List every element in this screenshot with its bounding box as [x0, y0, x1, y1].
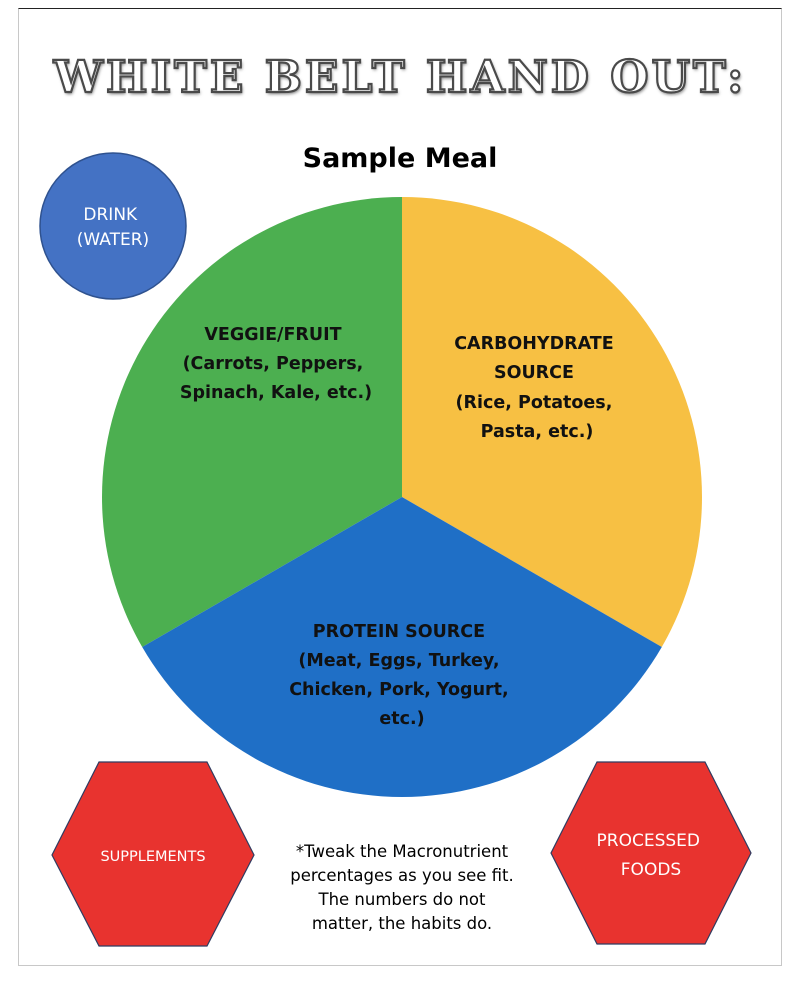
protein-segment: [142, 497, 662, 797]
drink-water-circle: [39, 152, 187, 300]
processed-foods-hexagon: [550, 761, 752, 945]
footnote-line: matter, the habits do.: [311, 914, 493, 933]
footnote-line: *Tweak the Macronutrient: [295, 842, 509, 861]
processed-foods-label: PROCESSED FOODS: [597, 831, 706, 880]
carbohydrate-segment: [402, 197, 702, 647]
veggie-fruit-segment: [102, 197, 402, 647]
supplements-hexagon: [51, 761, 255, 947]
drink-label: DRINK (WATER): [77, 205, 149, 250]
veggie-fruit-label: VEGGIE/FRUIT (Carrots, Peppers, Spinach,…: [180, 325, 372, 403]
carbohydrate-label: CARBOHYDRATE SOURCE (Rice, Potatoes, Pas…: [454, 334, 620, 442]
diagram-subtitle: Sample Meal: [302, 143, 498, 174]
page-frame: [18, 8, 782, 966]
footnote-line: The numbers do not: [318, 890, 486, 909]
page-title: WHITE BELT HAND OUT:: [52, 51, 747, 104]
supplements-label: SUPPLEMENTS: [100, 849, 205, 865]
footnote-line: percentages as you see fit.: [290, 866, 514, 885]
footnote: *Tweak the Macronutrient percentages as …: [272, 840, 532, 936]
protein-label: PROTEIN SOURCE (Meat, Eggs, Turkey, Chic…: [289, 622, 515, 729]
